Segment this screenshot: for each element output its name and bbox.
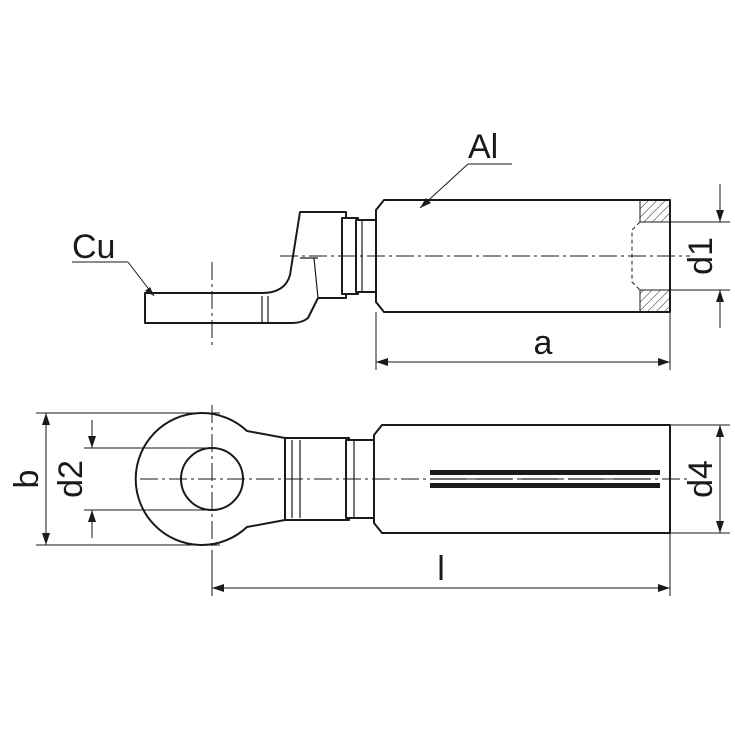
copper-palm-side bbox=[144, 211, 347, 324]
dimension-l bbox=[211, 533, 671, 596]
dimension-d2 bbox=[84, 420, 214, 538]
aluminium-label: Al bbox=[468, 128, 498, 166]
d4-label: d4 bbox=[682, 460, 720, 498]
bore-wall-hatch-top bbox=[639, 199, 671, 223]
plan-view bbox=[134, 405, 690, 555]
dimension-a bbox=[375, 312, 671, 370]
neck-edge-line bbox=[313, 257, 319, 299]
bore-wall-hatch-bottom bbox=[639, 289, 671, 313]
al-leader bbox=[419, 163, 512, 209]
dimension-b bbox=[36, 412, 220, 546]
copper-label: Cu bbox=[72, 228, 115, 266]
l-label: l bbox=[437, 550, 445, 588]
side-view bbox=[144, 199, 690, 348]
a-label: a bbox=[534, 324, 553, 362]
d1-label: d1 bbox=[682, 237, 720, 275]
dimension-d1 bbox=[670, 184, 730, 328]
cu-leader bbox=[72, 261, 155, 297]
dimension-d4 bbox=[670, 424, 730, 534]
d2-label: d2 bbox=[52, 460, 90, 498]
b-label: b bbox=[8, 470, 46, 489]
